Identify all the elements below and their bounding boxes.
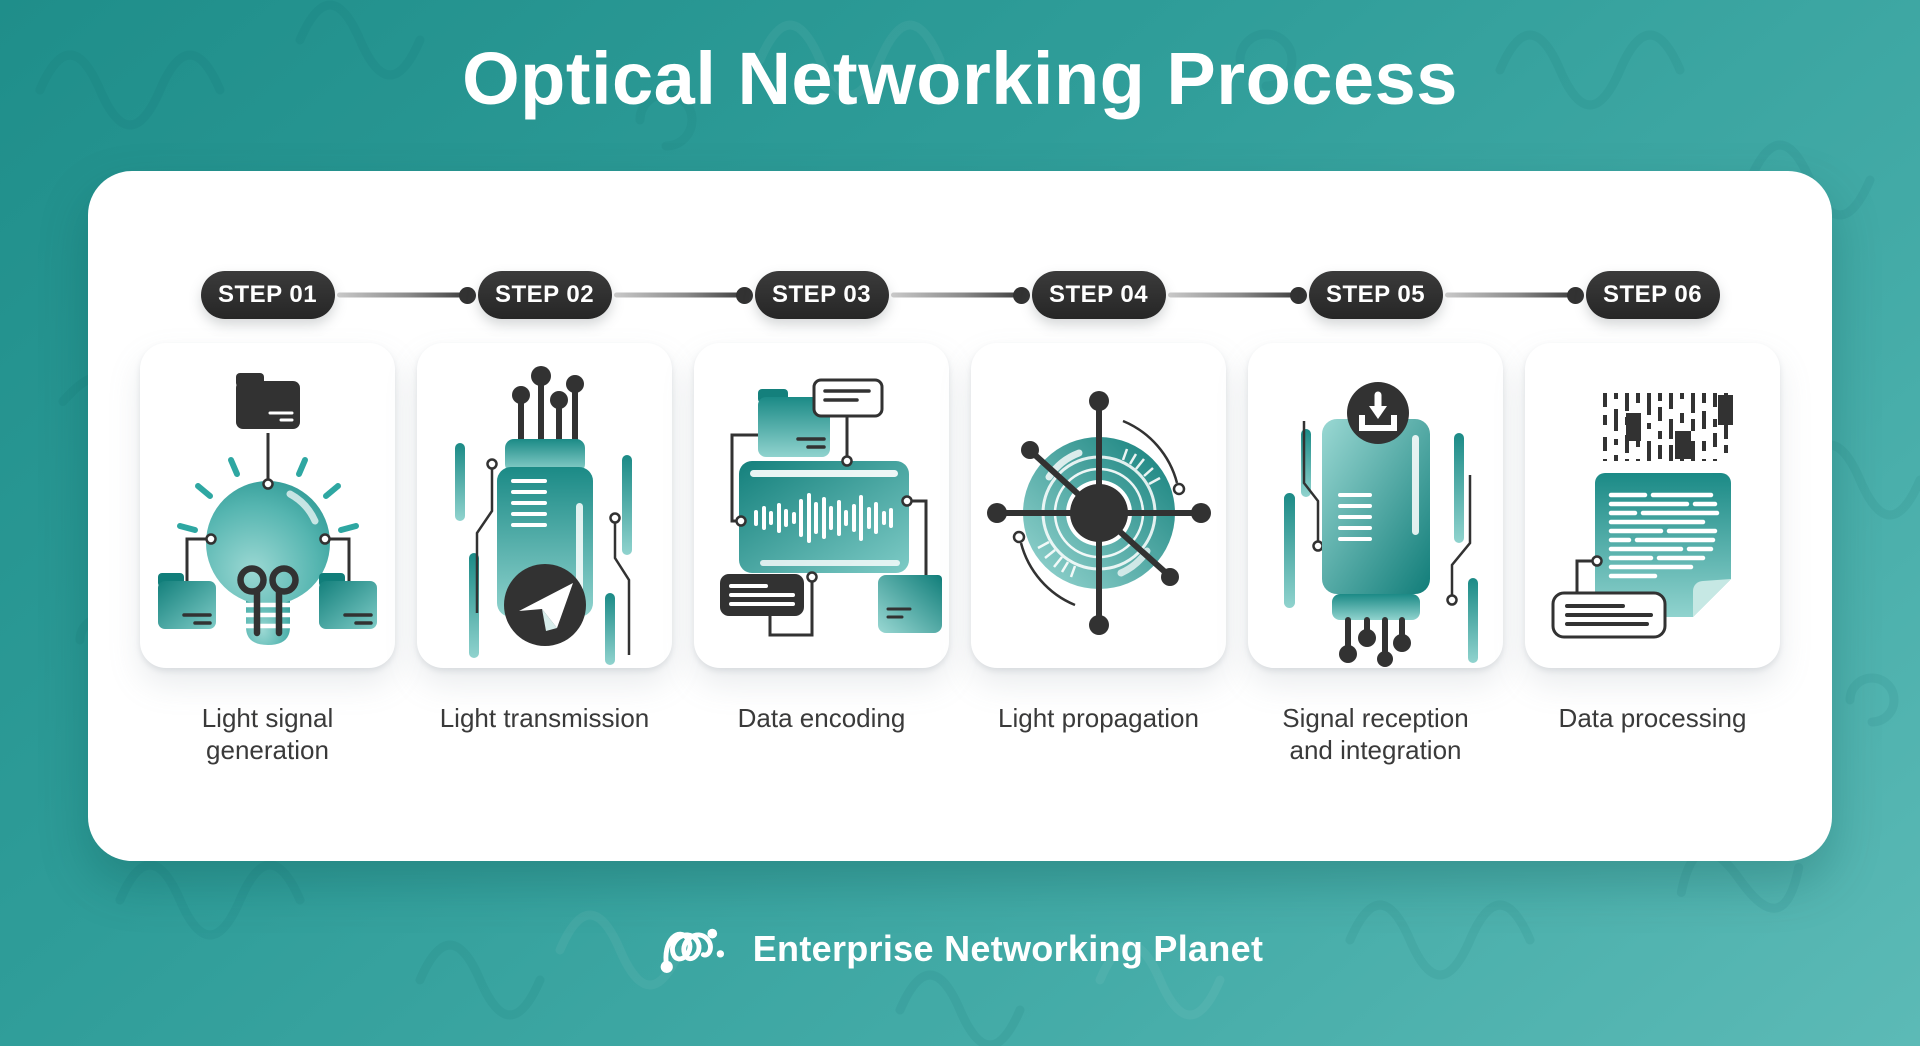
connector-lines [185,433,351,581]
connector-lines [730,416,928,637]
footer: Enterprise Networking Planet [0,918,1920,980]
badge-cell-6: STEP 06 [1525,271,1780,319]
radial-light-hub-illustration [987,391,1211,635]
main-panel: STEP 01 STEP 02 STEP 03 STEP 04 STEP 05 … [88,171,1832,861]
step-badge-3: STEP 03 [754,271,889,319]
step-badge-6: STEP 06 [1585,271,1720,319]
step-label-1: Light signal generation [201,703,334,766]
fiber-pins [518,380,578,446]
orbit-arcs [1019,419,1179,607]
lightbulb-icon [206,481,330,645]
badge-cell-3: STEP 03 [694,271,1023,319]
step-badge-2: STEP 02 [477,271,612,319]
circuit-lines [475,469,631,655]
fiber-optic-cable-illustration [455,366,632,665]
circuit-lines [1302,421,1472,595]
step-card-1 [140,343,395,668]
folder-icon-right [319,573,377,629]
note-card-top-right [812,378,884,418]
step-badge-5: STEP 05 [1308,271,1443,319]
badge-cell-1: STEP 01 [140,271,469,319]
step-label-2: Light transmission [439,703,650,733]
folder-icon-top [236,373,300,429]
badge-cell-2: STEP 02 [417,271,746,319]
steps-grid: STEP 01 STEP 02 STEP 03 STEP 04 STEP 05 … [140,271,1780,766]
step-label-5: Signal reception and integration [1282,703,1469,766]
document-binary-illustration [1551,393,1733,639]
step-label-3: Data encoding [737,703,906,733]
lightbulb-data-illustration [158,373,377,645]
step-card-5 [1248,343,1503,668]
step-card-3 [694,343,949,668]
folder-icon-bottom-right [878,575,942,633]
step-card-2 [417,343,672,668]
folder-icon-top-left [758,389,830,457]
brand-name: Enterprise Networking Planet [752,928,1264,969]
step-connector-3 [890,292,1023,298]
folder-icon-left [158,573,216,629]
step-connector-1 [336,292,469,298]
receiver-body [1322,419,1430,620]
step-badge-4: STEP 04 [1031,271,1166,319]
waveform-screen-illustration [720,378,942,637]
step-connector-4 [1167,292,1300,298]
network-loops-logo [660,928,724,973]
step-label-4: Light propagation [998,703,1199,733]
light-rays [177,457,359,533]
page-title: Optical Networking Process [462,37,1458,120]
badge-cell-4: STEP 04 [971,271,1300,319]
dark-note-box [720,574,804,616]
waveform-screen [739,461,909,573]
step-card-6 [1525,343,1780,668]
document-sheet [1595,473,1731,617]
step-connector-2 [613,292,746,298]
step-connector-5 [1444,292,1577,298]
step-label-6: Data processing [1558,703,1747,733]
step-badge-1: STEP 01 [200,271,335,319]
binary-barcode [1603,393,1728,461]
download-icon [1347,382,1409,444]
receiver-module-illustration [1284,382,1478,667]
badge-cell-5: STEP 05 [1248,271,1577,319]
send-plane-icon [504,564,586,646]
label-box [1551,555,1667,639]
step-card-4 [971,343,1226,668]
